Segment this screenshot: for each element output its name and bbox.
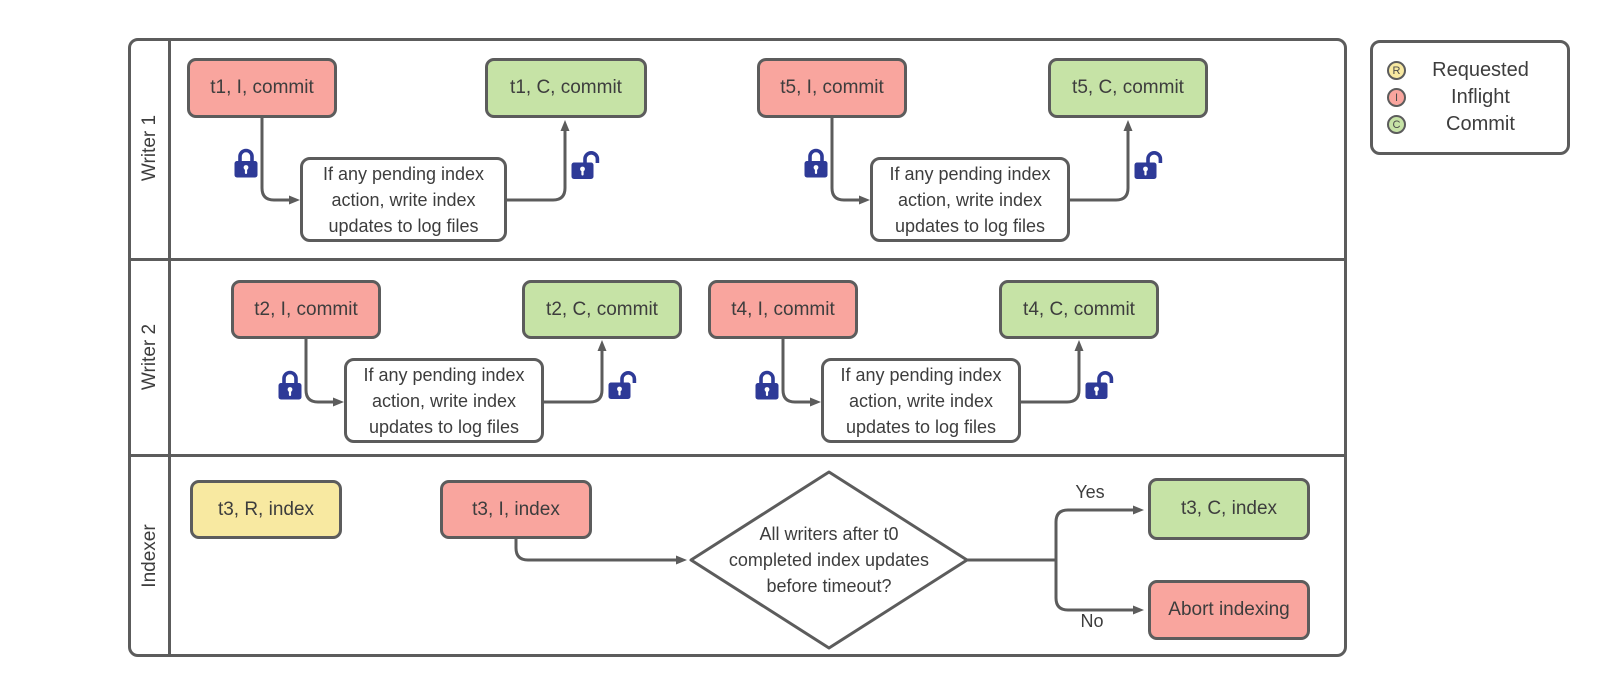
inflight-badge-icon: I (1387, 88, 1406, 107)
legend-label-inflight: Inflight (1451, 86, 1510, 108)
lock-icon (234, 148, 258, 178)
process-box-t2: If any pending index action, write index… (344, 358, 544, 443)
node-t3-requested: t3, R, index (190, 480, 342, 539)
yes-label: Yes (1075, 482, 1105, 502)
node-t1-commit: t1, C, commit (485, 58, 647, 118)
node-t3-inflight: t3, I, index (440, 480, 592, 539)
node-t5-commit: t5, C, commit (1048, 58, 1208, 118)
legend-label-requested: Requested (1432, 59, 1529, 81)
lane-label-writer-2: Writer 2 (139, 323, 160, 391)
legend-row-commit: C Commit (1387, 111, 1555, 138)
requested-badge-icon: R (1387, 61, 1406, 80)
node-t5-inflight: t5, I, commit (757, 58, 907, 118)
unlock-icon (1085, 371, 1114, 399)
lane-divider-1 (128, 258, 1347, 261)
lock-icon (278, 370, 302, 400)
process-box-t5: If any pending index action, write index… (870, 157, 1070, 242)
lane-label-writer-1: Writer 1 (139, 114, 160, 182)
legend-row-requested: R Requested (1387, 57, 1555, 84)
lock-icon (804, 148, 828, 178)
process-box-t4: If any pending index action, write index… (821, 358, 1021, 443)
node-t2-inflight: t2, I, commit (231, 280, 381, 339)
no-label: No (1080, 611, 1104, 631)
node-t4-inflight: t4, I, commit (708, 280, 858, 339)
unlock-icon (1134, 151, 1163, 179)
node-t2-commit: t2, C, commit (522, 280, 682, 339)
decision-label: All writers after t0 completed index upd… (728, 524, 930, 596)
lane-label-indexer: Indexer (139, 524, 160, 588)
node-abort-indexing: Abort indexing (1148, 580, 1310, 640)
unlock-icon (571, 151, 600, 179)
lane-divider-2 (128, 454, 1347, 457)
swimlane-frame (128, 38, 1347, 657)
node-t3-commit: t3, C, index (1148, 478, 1310, 540)
legend-row-inflight: I Inflight (1387, 84, 1555, 111)
node-t1-inflight: t1, I, commit (187, 58, 337, 118)
unlock-icon (608, 371, 637, 399)
legend: R Requested I Inflight C Commit (1370, 40, 1570, 155)
process-box-t1: If any pending index action, write index… (300, 157, 507, 242)
node-t4-commit: t4, C, commit (999, 280, 1159, 339)
legend-label-commit: Commit (1446, 113, 1515, 135)
lock-icon (755, 370, 779, 400)
commit-badge-icon: C (1387, 115, 1406, 134)
lane-label-divider (168, 38, 171, 657)
